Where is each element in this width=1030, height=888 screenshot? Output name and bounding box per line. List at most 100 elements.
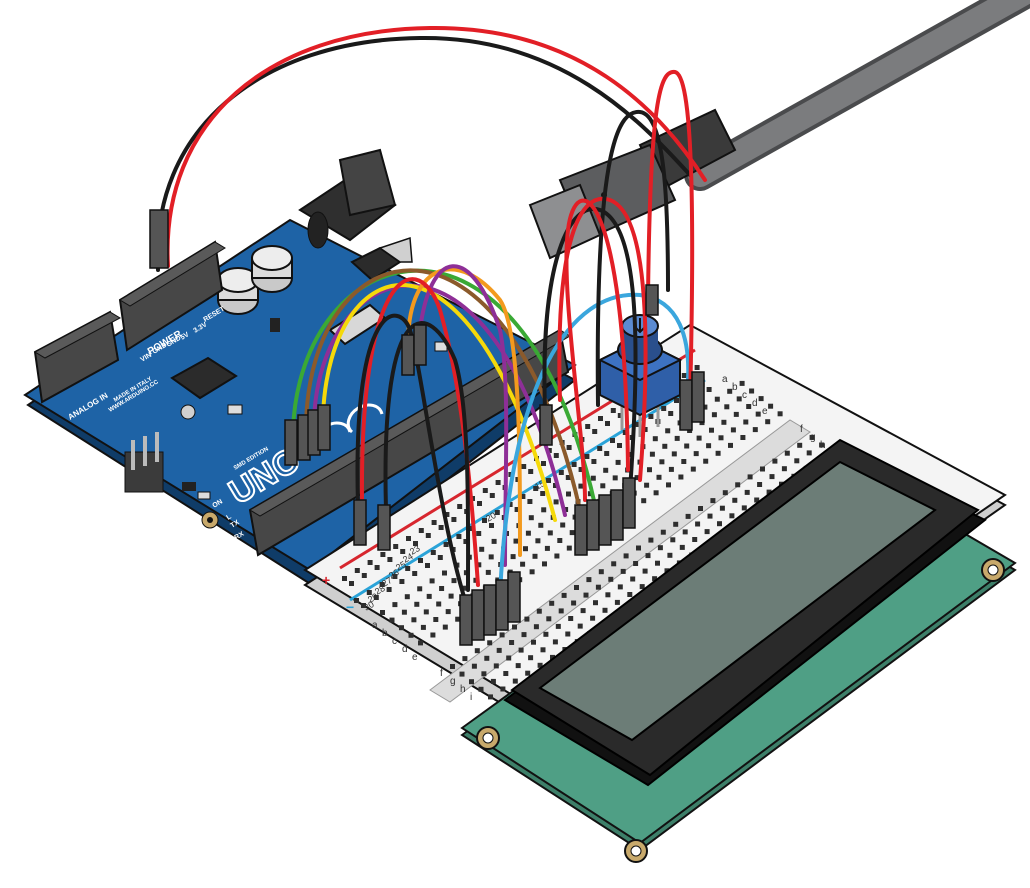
wire-connectors [149,209,705,646]
breadboard-hole [549,600,555,606]
rail-minus-symbol: − [346,599,354,615]
breadboard-hole [547,530,553,536]
row-number-24: 24 [401,551,415,565]
breadboard-hole [408,632,414,638]
tx-label: TX [229,519,241,530]
breadboard-hole [706,443,712,449]
breadboard-hole [528,515,534,521]
breadboard-hole [760,466,765,472]
breadboard-hole [647,467,652,473]
breadboard-hole [426,593,432,599]
breadboard-hole [418,558,423,563]
breadboard-hole [489,493,495,498]
breadboard-hole [527,499,533,504]
breadboard-hole [667,552,673,558]
breadboard-hole [437,555,443,560]
breadboard-hole [554,553,560,559]
breadboard-hole [481,671,487,677]
breadboard-hole [541,461,546,466]
breadboard-hole [565,631,571,637]
breadboard-hole [709,427,714,433]
row-number-29: 29 [366,591,380,605]
breadboard-hole [639,584,645,590]
row-number-25: 25 [394,559,408,573]
breadboard-hole [717,521,722,527]
breadboard-hole [755,411,761,417]
breadboard-hole [557,538,563,543]
breadboard-hole [685,513,691,519]
breadboard-hole [518,647,524,653]
breadboard-hole [459,671,465,677]
col-letter-e: e [412,652,418,663]
breadboard-hole [698,506,703,511]
breadboard-hole [445,609,451,615]
top-col-letter-b: b [732,382,738,393]
breadboard-hole [768,403,774,409]
breadboard-hole [696,435,702,441]
breadboard-hole [513,538,519,544]
breadboard-hole [730,427,736,433]
breadboard-hole [430,550,436,555]
breadboard-hole [740,435,746,440]
jumper-wires [155,25,707,602]
breadboard-hole [630,576,636,582]
breadboard-hole [479,546,485,552]
breadboard-hole [528,469,534,474]
breadboard-hole [749,388,755,394]
breadboard-hole [597,446,603,451]
breadboard-hole [746,404,752,409]
potentiometer [597,314,683,437]
breadboard-hole [342,576,347,581]
breadboard-hole [540,647,546,653]
breadboard-hole [593,600,598,606]
breadboard-hole [605,592,611,598]
breadboard-hole [499,632,505,638]
breadboard-hole [400,549,406,554]
breadboard-hole [684,443,690,449]
breadboard-hole [665,428,671,434]
breadboard-hole [537,662,543,668]
breadboard-hole [489,523,494,528]
breadboard-hole [670,537,676,543]
breadboard-hole [569,530,575,536]
breadboard-hole [532,553,538,559]
breadboard-hole [754,497,760,503]
breadboard-hole [566,445,572,450]
breadboard-hole [354,568,360,573]
breadboard-hole [758,396,764,402]
breadboard-hole [493,663,499,669]
breadboard-hole [525,530,531,536]
breadboard-hole [448,593,454,599]
breadboard-hole [538,522,544,528]
breadboard-hole [674,398,679,403]
breadboard-hole [386,587,392,592]
rail-plus-symbol: + [322,572,330,588]
row-number-30: 30 [362,599,376,613]
breadboard-hole [533,486,539,491]
breadboard-hole [474,648,480,654]
breadboard-hole [392,574,398,579]
breadboard-hole [469,679,474,685]
breadboard-hole [571,462,577,467]
breadboard-hole [488,694,493,700]
breadboard-hole [592,429,598,434]
breadboard-hole [608,576,614,582]
breadboard-hole [641,498,647,504]
breadboard-hole [724,404,730,410]
breadboard-hole [515,663,521,669]
breadboard-hole [520,494,526,499]
breadboard-hole [417,586,423,592]
breadboard-hole [695,521,701,527]
col-letter-a: a [372,620,378,631]
breadboard-hole [476,531,482,536]
breadboard-hole [425,563,430,568]
breadboard-hole [566,491,571,497]
breadboard-hole [718,435,724,441]
breadboard-hole [476,562,482,568]
breadboard-hole [719,505,725,511]
analog-header [33,310,122,404]
breadboard-hole [450,664,455,669]
power-header [118,240,226,352]
breadboard-hole [438,525,444,530]
breadboard-hole [393,544,399,549]
